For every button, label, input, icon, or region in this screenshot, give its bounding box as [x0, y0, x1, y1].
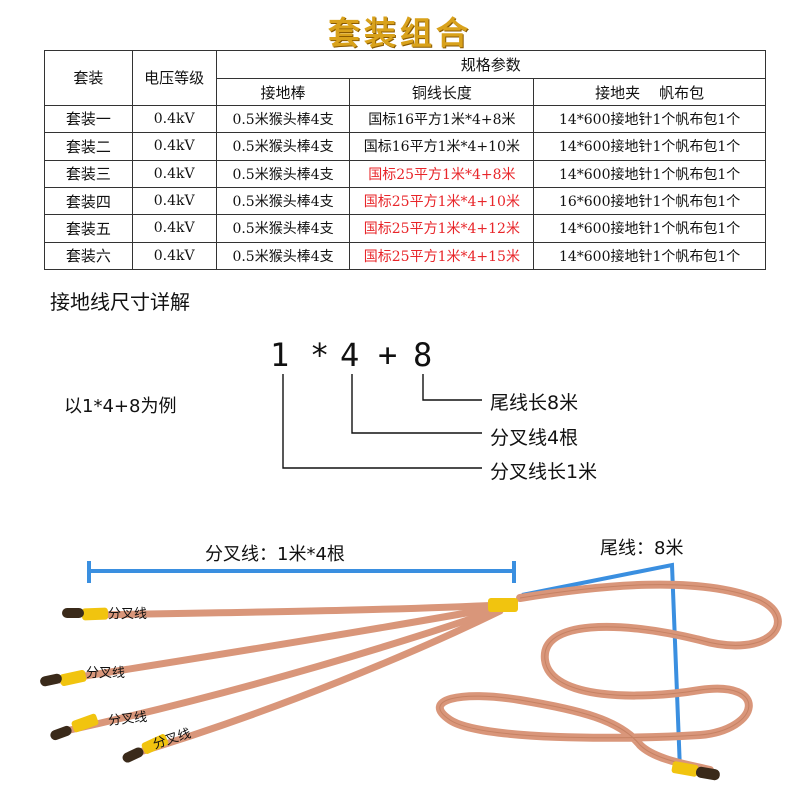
header-voltage: 电压等级 [131, 50, 217, 106]
row-copper: 国标25平方1米*4+10米 [349, 186, 535, 216]
row-rod: 0.5米猴头棒4支 [215, 241, 351, 271]
subheader-clamp: 接地夹 帆布包 [533, 78, 766, 106]
leader-branch-length [282, 374, 482, 469]
formula-branch-count: 4 [340, 336, 360, 374]
page-title: 套装组合 [327, 14, 472, 52]
wire-label-2: 分叉线 [86, 666, 126, 681]
row-clamp: 16*600接地针1个帆布包1个 [533, 186, 766, 216]
example-text: 以1*4+8为例 [64, 396, 177, 417]
wire-label-1: 分叉线 [108, 607, 148, 622]
label-branch-length: 分叉线长1米 [490, 461, 598, 483]
label-tail-length: 尾线长8米 [490, 392, 579, 414]
formula-times: * [310, 336, 330, 374]
terminals [40, 608, 720, 781]
row-voltage: 0.4kV [131, 132, 217, 161]
row-set-name: 套装二 [44, 132, 133, 161]
tail-caption: 尾线：8米 [600, 538, 684, 559]
row-clamp: 14*600接地针1个帆布包1个 [533, 241, 766, 271]
branch-wire-3 [66, 605, 504, 734]
row-set-name: 套装六 [44, 241, 133, 271]
formula-branch-length: 1 [270, 336, 290, 374]
leader-count [351, 374, 482, 434]
formula-leaders [282, 374, 482, 469]
row-clamp: 14*600接地针1个帆布包1个 [533, 159, 766, 188]
wire-label-3: 分叉线 [107, 709, 148, 729]
terminal-2 [40, 673, 62, 687]
branch-wire-1 [86, 601, 504, 619]
row-copper: 国标25平方1米*4+12米 [349, 214, 535, 243]
header-set: 套装 [44, 50, 133, 106]
branch-caption: 分叉线：1米*4根 [205, 544, 345, 565]
row-set-name: 套装一 [44, 104, 133, 134]
row-clamp: 14*600接地针1个帆布包1个 [533, 104, 766, 134]
tail-measure-line [521, 562, 682, 771]
header-spec: 规格参数 [215, 49, 767, 80]
terminal-3 [50, 725, 72, 741]
row-voltage: 0.4kV [131, 241, 217, 271]
branch-wires [56, 601, 504, 759]
branch-wire-4 [126, 607, 504, 759]
detail-heading: 接地线尺寸详解 [50, 290, 190, 314]
terminal-tail [695, 766, 720, 781]
row-rod: 0.5米猴头棒4支 [215, 214, 351, 243]
formula-tail-length: 8 [413, 336, 433, 374]
row-voltage: 0.4kV [131, 214, 217, 243]
row-voltage: 0.4kV [131, 186, 217, 216]
sleeves [59, 598, 699, 777]
branch-wire-2 [56, 603, 504, 684]
row-set-name: 套装三 [44, 159, 133, 188]
subheader-copper: 铜线长度 [349, 78, 535, 106]
label-branch-count: 分叉线4根 [490, 427, 579, 449]
junction-sleeve [488, 598, 518, 612]
terminal-4 [122, 747, 144, 763]
row-copper: 国标16平方1米*4+10米 [349, 132, 535, 161]
formula-plus: + [378, 336, 398, 374]
row-rod: 0.5米猴头棒4支 [215, 104, 351, 134]
measure-lines [87, 561, 682, 771]
leader-tail [422, 374, 482, 401]
row-voltage: 0.4kV [131, 159, 217, 188]
subheader-rod: 接地棒 [215, 78, 351, 106]
row-copper: 国标25平方1米*4+15米 [349, 241, 535, 271]
terminal-1 [62, 608, 84, 618]
